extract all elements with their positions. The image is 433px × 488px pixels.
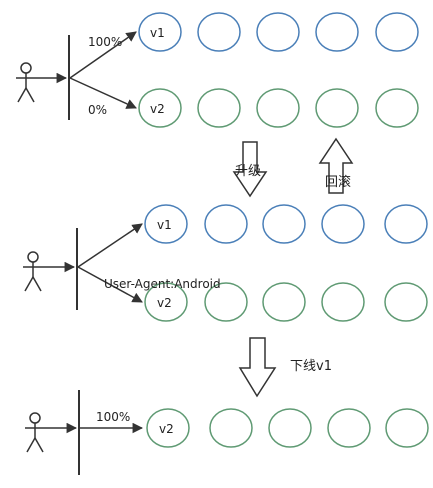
v2-instances (144, 282, 428, 322)
v2-node-1 (144, 282, 188, 322)
v2-instances (146, 408, 429, 448)
v1-node-3 (256, 12, 300, 52)
v1-node-4 (321, 204, 365, 244)
upgrade-label: 升级 (235, 164, 261, 179)
v2-node-5 (375, 88, 419, 128)
v2-label: v2 (157, 296, 172, 310)
v2-node-2 (197, 88, 241, 128)
user-icon (16, 62, 36, 103)
v2-node-5 (384, 282, 428, 322)
v2-node-4 (315, 88, 359, 128)
v1-node-3 (262, 204, 306, 244)
v2-node-4 (321, 282, 365, 322)
stage-2: v1 v2 User-Agent:Android (23, 204, 428, 322)
route-arrow-v1 (77, 223, 143, 268)
stage-1: 100% 0% v1 v2 (16, 12, 419, 128)
v2-instances (138, 88, 419, 128)
v1-label: v1 (157, 218, 172, 232)
v2-node-2 (204, 282, 248, 322)
v2-node-3 (268, 408, 312, 448)
v1-node-5 (375, 12, 419, 52)
v2-node-3 (256, 88, 300, 128)
v2-label: v2 (150, 102, 165, 116)
user-icon (25, 412, 45, 453)
user-icon (23, 251, 43, 292)
v2-node-3 (262, 282, 306, 322)
weight-label-v1: 100% (88, 35, 122, 49)
offline-arrow: 下线v1 (238, 337, 332, 398)
v2-label: v2 (159, 422, 174, 436)
v2-node-5 (385, 408, 429, 448)
v2-node-1 (138, 88, 182, 128)
offline-label: 下线v1 (290, 359, 332, 374)
header-rule-label: User-Agent:Android (104, 277, 221, 291)
v2-node-1 (146, 408, 190, 448)
weight-label-v2: 100% (96, 410, 130, 424)
v1-node-4 (315, 12, 359, 52)
weight-label-v2: 0% (88, 103, 107, 117)
v1-label: v1 (150, 26, 165, 40)
stage-3: 100% v2 (25, 390, 429, 475)
v1-instances (144, 204, 428, 244)
v1-node-1 (144, 204, 188, 244)
route-arrow-v2 (77, 266, 143, 303)
v1-instances (138, 12, 419, 52)
route-arrow-v1 (69, 31, 137, 79)
rollback-label: 回滚 (325, 174, 351, 190)
rollback-arrow: 回滚 (318, 137, 354, 194)
v1-node-2 (197, 12, 241, 52)
v1-node-5 (384, 204, 428, 244)
v2-node-4 (327, 408, 371, 448)
route-arrow-v2 (69, 77, 137, 109)
upgrade-arrow: 升级 (232, 141, 268, 198)
v2-node-2 (209, 408, 253, 448)
v1-node-1 (138, 12, 182, 52)
v1-node-2 (204, 204, 248, 244)
